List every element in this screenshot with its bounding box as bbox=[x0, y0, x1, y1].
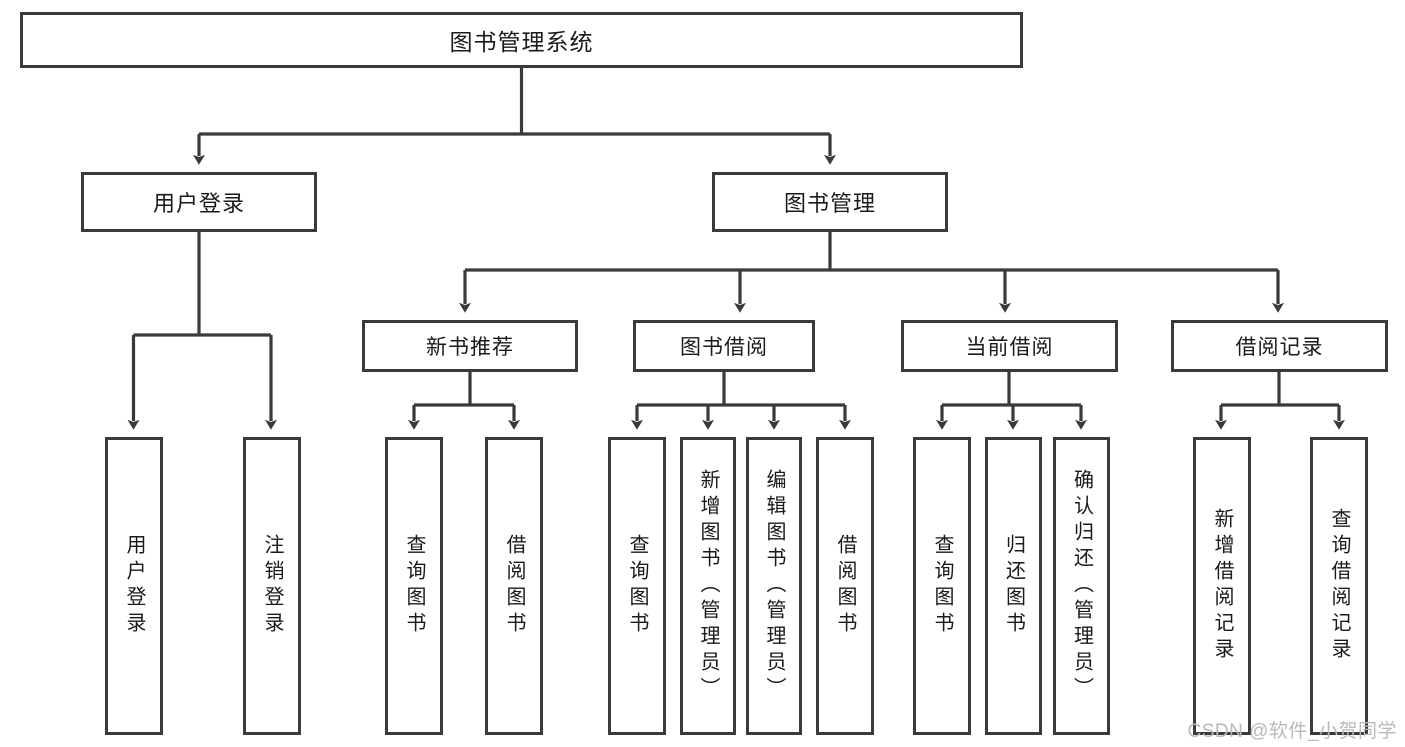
node-leaf-label: 新增图书（管理员） bbox=[697, 469, 719, 703]
node-leaf-query-book-current[interactable]: 查询图书 bbox=[913, 437, 971, 735]
node-leaf-label: 确认归还（管理员） bbox=[1070, 469, 1093, 703]
node-leaf-label: 查询图书 bbox=[931, 534, 953, 638]
node-leaf-return-book[interactable]: 归还图书 bbox=[985, 437, 1042, 735]
node-leaf-add-borrow-record[interactable]: 新增借阅记录 bbox=[1193, 437, 1251, 735]
node-leaf-confirm-return-admin[interactable]: 确认归还（管理员） bbox=[1053, 437, 1110, 735]
node-leaf-user-login[interactable]: 用户登录 bbox=[105, 437, 163, 735]
node-leaf-label: 查询图书 bbox=[626, 534, 648, 638]
node-leaf-add-book-admin[interactable]: 新增图书（管理员） bbox=[680, 437, 736, 735]
node-sub-borrow-record[interactable]: 借阅记录 bbox=[1171, 320, 1388, 372]
node-leaf-query-borrow-record[interactable]: 查询借阅记录 bbox=[1310, 437, 1368, 735]
node-leaf-label: 借阅图书 bbox=[503, 534, 525, 638]
node-sub-book-borrow[interactable]: 图书借阅 bbox=[633, 320, 815, 372]
node-root-system[interactable]: 图书管理系统 bbox=[20, 12, 1023, 68]
node-leaf-label: 归还图书 bbox=[1002, 534, 1025, 638]
node-leaf-query-book-recommend[interactable]: 查询图书 bbox=[385, 437, 443, 735]
node-leaf-query-book-borrow[interactable]: 查询图书 bbox=[608, 437, 666, 735]
node-leaf-label: 用户登录 bbox=[123, 534, 145, 638]
node-branch-user-login[interactable]: 用户登录 bbox=[81, 172, 317, 232]
node-leaf-user-logout[interactable]: 注销登录 bbox=[243, 437, 301, 735]
node-leaf-label: 新增借阅记录 bbox=[1211, 508, 1233, 664]
node-branch-book-management[interactable]: 图书管理 bbox=[712, 172, 948, 232]
node-leaf-label: 注销登录 bbox=[261, 534, 283, 638]
node-leaf-label: 查询借阅记录 bbox=[1328, 508, 1350, 664]
node-leaf-edit-book-admin[interactable]: 编辑图书（管理员） bbox=[746, 437, 802, 735]
node-leaf-label: 查询图书 bbox=[403, 534, 425, 638]
node-leaf-borrow-book-recommend[interactable]: 借阅图书 bbox=[485, 437, 543, 735]
node-sub-current-borrow[interactable]: 当前借阅 bbox=[901, 320, 1118, 372]
node-leaf-label: 借阅图书 bbox=[834, 534, 856, 638]
node-leaf-label: 编辑图书（管理员） bbox=[763, 469, 785, 703]
node-sub-new-book-recommend[interactable]: 新书推荐 bbox=[362, 320, 578, 372]
watermark: CSDN @软件_小贺同学 bbox=[1187, 721, 1397, 742]
node-leaf-borrow-book[interactable]: 借阅图书 bbox=[816, 437, 874, 735]
